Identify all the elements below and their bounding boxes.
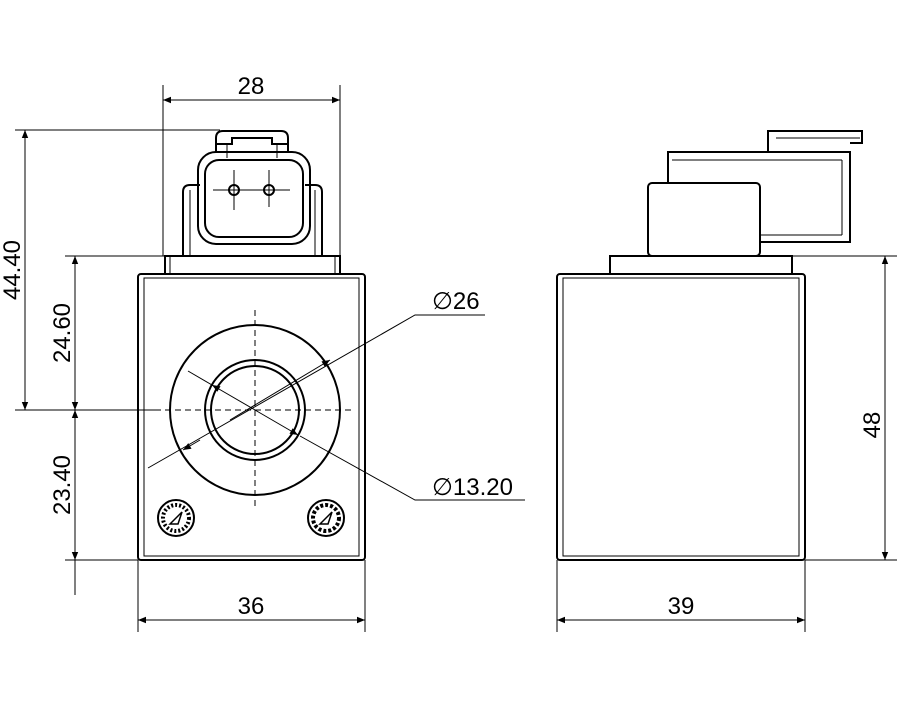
coil-body-inner-edge xyxy=(143,277,360,557)
dim-width-body: 36 xyxy=(238,593,265,620)
side-body-inner-edge xyxy=(562,277,800,557)
dim-width-top: 28 xyxy=(238,73,265,100)
dim-inner-diameter: ∅13.20 xyxy=(432,474,513,501)
side-view xyxy=(556,130,863,561)
dim-side-width: 39 xyxy=(668,593,695,620)
front-view xyxy=(137,130,366,561)
connector-side-walls xyxy=(182,184,323,256)
dim-side-height: 48 xyxy=(859,412,886,439)
dim-lower-height: 23.40 xyxy=(49,455,76,515)
side-connector-housing xyxy=(667,151,851,243)
top-ledge xyxy=(164,255,341,275)
date-stamp-right xyxy=(307,499,345,537)
leader-inner-diameter xyxy=(299,435,525,501)
side-connector-latch xyxy=(767,130,863,152)
side-ledge xyxy=(609,255,793,275)
connector-latch xyxy=(215,130,289,152)
dim-upper-height: 24.60 xyxy=(49,303,76,363)
connector-housing xyxy=(197,151,311,245)
date-stamp-left xyxy=(157,499,195,537)
dimension-lines xyxy=(15,85,897,632)
side-connector-base xyxy=(647,182,761,257)
leader-outer-diameter xyxy=(182,314,485,449)
side-body xyxy=(556,273,806,561)
dim-outer-diameter: ∅26 xyxy=(432,288,480,315)
dim-total-height: 44.40 xyxy=(0,240,26,300)
connector-socket xyxy=(204,159,304,238)
